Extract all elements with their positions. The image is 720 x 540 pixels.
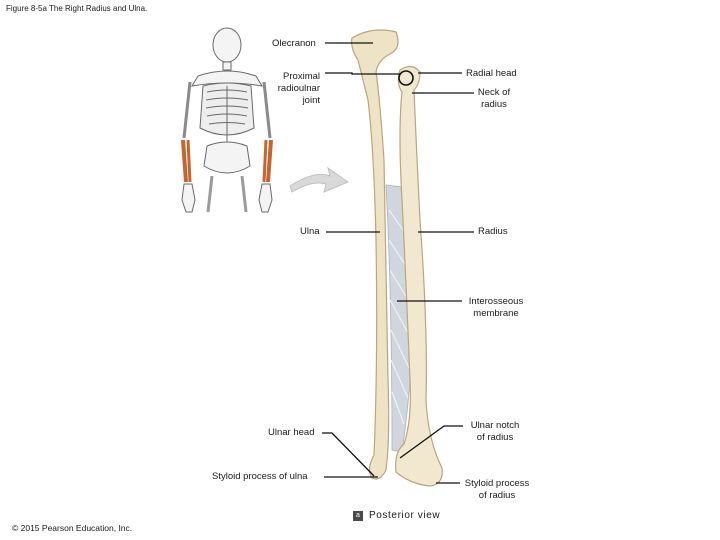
skeleton-inset <box>181 27 273 213</box>
view-text: Posterior view <box>369 510 441 521</box>
label-proximal-radioulnar-joint: Proximal radioulnar joint <box>277 71 320 106</box>
label-ulna: Ulna <box>300 226 320 237</box>
label-styloid-process-of-radius: Styloid process of radius <box>464 478 530 501</box>
figure-title: Figure 8-5a The Right Radius and Ulna. <box>6 4 148 13</box>
view-caption: a Posterior view <box>353 510 440 521</box>
label-radius: Radius <box>478 226 508 237</box>
label-olecranon: Olecranon <box>272 38 316 49</box>
zoom-arrow <box>289 166 350 193</box>
label-neck-of-radius: Neck of radius <box>477 87 511 110</box>
radius-bone <box>395 65 443 487</box>
label-styloid-process-of-ulna: Styloid process of ulna <box>212 471 308 482</box>
label-interosseous-membrane: Interosseous membrane <box>468 296 524 319</box>
ulna-bone <box>351 29 399 480</box>
label-ulnar-notch-of-radius: Ulnar notch of radius <box>470 420 520 443</box>
view-badge: a <box>353 510 363 521</box>
leader-lines <box>322 42 474 484</box>
label-radial-head: Radial head <box>466 68 517 79</box>
radial-head-marker <box>398 70 414 86</box>
copyright: © 2015 Pearson Education, Inc. <box>12 523 133 533</box>
label-ulnar-head: Ulnar head <box>268 427 315 438</box>
